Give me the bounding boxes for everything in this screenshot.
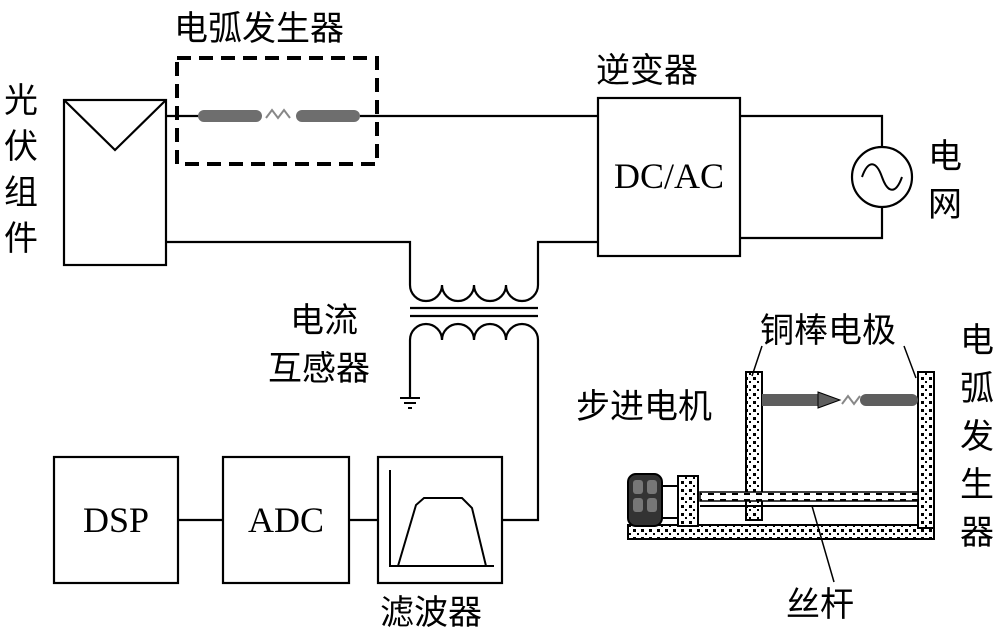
copper-electrode-pointer-right bbox=[903, 345, 917, 379]
ct-label-line1: 电流 bbox=[290, 301, 358, 341]
filter-label: 滤波器 bbox=[380, 593, 482, 633]
right-fixed-post bbox=[917, 371, 935, 529]
pv-label-char-4: 件 bbox=[4, 219, 38, 259]
adc-label: ADC bbox=[248, 500, 324, 540]
stepper-motor-icon bbox=[627, 473, 699, 527]
copper-electrode-pointer-left bbox=[751, 345, 763, 377]
lead-screw bbox=[699, 491, 919, 502]
bandpass-icon bbox=[389, 470, 494, 567]
dc-negative-wire bbox=[166, 240, 412, 285]
dsp-box bbox=[52, 455, 180, 585]
side-arc-spark bbox=[841, 394, 861, 406]
dsp-label: DSP bbox=[83, 500, 149, 540]
grid-label-char-1: 电 bbox=[928, 137, 962, 177]
arc-generator-side-label: 电 弧 发 生 器 bbox=[960, 321, 994, 553]
side-label-char-5: 器 bbox=[960, 513, 994, 553]
grid-label-char-2: 网 bbox=[928, 185, 962, 225]
adc-box bbox=[221, 455, 351, 585]
inverter-label: 逆变器 bbox=[596, 51, 698, 91]
top-electrode-right bbox=[296, 110, 360, 122]
base-plate bbox=[627, 524, 935, 540]
filter-box bbox=[376, 455, 504, 585]
ac-wire-top bbox=[740, 114, 884, 148]
pv-label-char-2: 伏 bbox=[4, 127, 38, 167]
stepper-motor-label: 步进电机 bbox=[576, 387, 712, 427]
side-label-char-1: 电 bbox=[960, 321, 994, 361]
ct-label-line2: 互感器 bbox=[268, 349, 370, 389]
ac-wire-bottom bbox=[740, 206, 884, 240]
pv-module-label: 光 伏 组 件 bbox=[4, 81, 38, 259]
side-label-char-2: 弧 bbox=[960, 369, 994, 409]
pv-label-char-1: 光 bbox=[4, 81, 38, 121]
ct-primary-coil bbox=[408, 284, 540, 303]
copper-electrode-left bbox=[762, 394, 818, 406]
ground-icon bbox=[400, 397, 420, 409]
ct-output-wire bbox=[502, 340, 540, 522]
pv-label-char-3: 组 bbox=[4, 173, 38, 213]
ct-secondary-coil bbox=[408, 322, 540, 341]
copper-electrode-right bbox=[860, 394, 918, 406]
electrode-tip bbox=[817, 391, 842, 409]
inverter-box bbox=[596, 96, 742, 258]
inverter-box-label: DC/AC bbox=[614, 156, 724, 196]
arc-generator-top-label: 电弧发生器 bbox=[174, 9, 344, 49]
side-label-char-3: 发 bbox=[960, 417, 994, 457]
pv-module bbox=[62, 98, 168, 267]
dc-negative-wire-to-inverter bbox=[536, 240, 598, 285]
lead-screw-label: 丝杆 bbox=[786, 585, 854, 625]
copper-electrode-label: 铜棒电极 bbox=[760, 311, 896, 351]
top-electrode-left bbox=[198, 110, 262, 122]
lead-screw-pointer bbox=[811, 505, 835, 583]
top-arc-spark bbox=[265, 108, 291, 120]
side-label-char-4: 生 bbox=[960, 465, 994, 505]
arc-generator-top-box bbox=[175, 56, 379, 166]
sine-wave-icon bbox=[861, 163, 903, 191]
